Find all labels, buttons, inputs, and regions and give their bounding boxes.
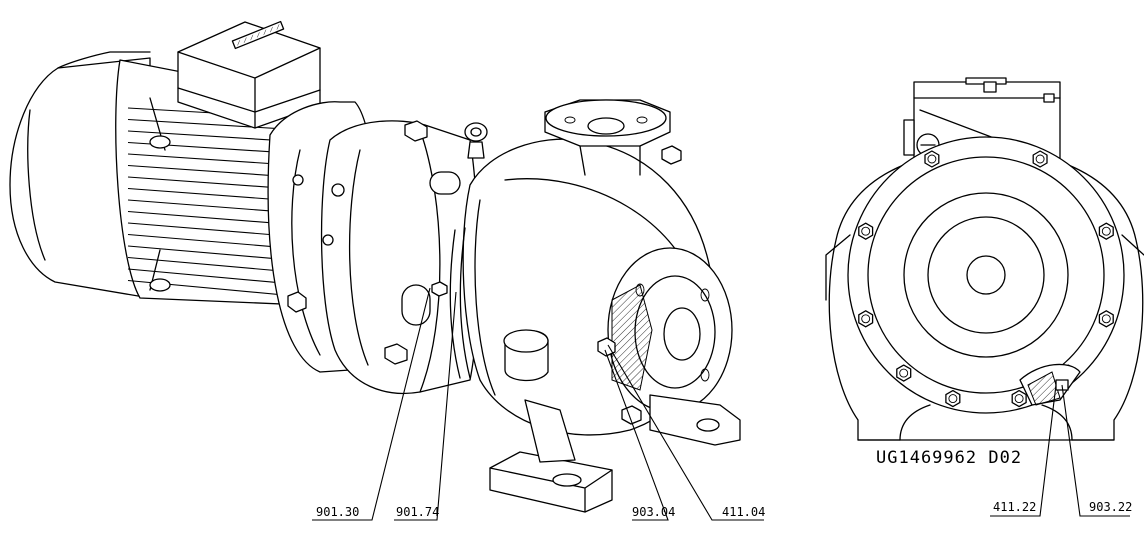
flange-bolt-icon: [896, 364, 912, 382]
flange-bolt-center: [861, 226, 871, 236]
callout-901-30: 901.30: [316, 505, 359, 519]
flange-bolt-center: [861, 314, 871, 324]
flange-bolt-icon: [924, 150, 940, 168]
callout-411-22: 411.22: [993, 500, 1036, 514]
eye-bolt: [464, 122, 488, 159]
callout-leader-901-30: [312, 287, 431, 521]
callout-leader-903-04: [604, 349, 669, 521]
flange-bolt-icon: [1098, 222, 1114, 240]
callout-leader-411-22: [990, 384, 1057, 517]
flange-bolt-icon: [945, 389, 961, 408]
motor-fin: [127, 268, 301, 286]
flange-bolt-icon: [1032, 150, 1048, 168]
flange-bolt-center: [927, 154, 937, 164]
callout-leader-903-22: [1061, 384, 1130, 517]
flange-bolt-center: [899, 368, 909, 378]
callout-903-22: 903.22: [1089, 500, 1132, 514]
flange-bolt-icon: [858, 222, 874, 240]
motor-end-cap: [9, 51, 151, 299]
bearing-bracket: [320, 120, 479, 395]
flange-bolt-icon: [1011, 389, 1027, 408]
callout-901-74: 901.74: [396, 505, 439, 519]
callout-903-04: 903.04: [632, 505, 675, 519]
flange-bolt-icon: [858, 310, 874, 328]
callout-411-04: 411.04: [722, 505, 765, 519]
callout-leader-411-04: [607, 344, 764, 521]
flange-bolt-center: [1035, 154, 1045, 164]
pump-end-view-icon: [825, 77, 1144, 441]
flange-bolt-center: [1101, 226, 1111, 236]
callout-group: 901.30 901.74 903.04 411.04 411.22 903.2…: [312, 287, 1132, 521]
casing-feet: [489, 394, 741, 513]
drawing-number: UG1469962 D02: [876, 448, 1022, 468]
flange-bolt-center: [1101, 314, 1111, 324]
motor-fin: [127, 256, 301, 274]
flange-bolt-center: [948, 394, 958, 404]
pump-side-view-icon: [9, 20, 741, 513]
flange-bolt-icon: [1098, 310, 1114, 328]
suction-flange: [597, 247, 733, 413]
callout-leader-901-74: [394, 291, 457, 521]
flange-bolt-center: [1014, 394, 1024, 404]
